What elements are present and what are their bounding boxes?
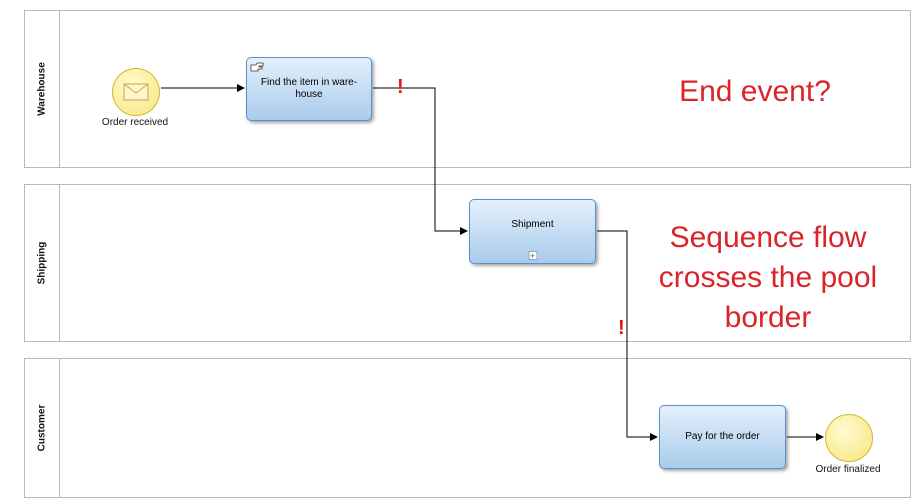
annotation-sequence-flow: Sequence flow crosses the pool border [658,221,878,334]
envelope-icon [123,83,149,101]
error-mark-missing-end: ! [397,76,404,98]
expand-plus-icon[interactable]: + [528,251,537,261]
pool-header-customer: Customer [25,359,60,497]
flow-shipment-to-pay [597,230,658,441]
task-pay-order-label: Pay for the order [685,431,760,443]
pool-header-shipping: Shipping [25,185,60,341]
task-pay-order[interactable]: Pay for the order [659,405,786,469]
flow-find-to-shipment [373,87,468,235]
task-find-item-label: Find the item in ware- house [260,77,358,100]
start-event-label: Order received [101,117,169,128]
task-find-item[interactable]: Find the item in ware- house [246,57,372,121]
task-shipment[interactable]: Shipment + [469,199,596,264]
end-event[interactable] [825,414,873,462]
annotation-end-event: End event? [679,75,831,108]
end-event-label: Order finalized [815,464,881,475]
manual-task-icon [250,62,264,72]
pool-warehouse[interactable]: Warehouse [24,10,911,168]
error-mark-cross-pool: ! [618,317,625,339]
pool-header-warehouse: Warehouse [25,11,60,167]
task-shipment-label: Shipment [511,219,554,230]
start-message-event[interactable] [112,68,160,116]
pool-shipping[interactable]: Shipping [24,184,911,342]
